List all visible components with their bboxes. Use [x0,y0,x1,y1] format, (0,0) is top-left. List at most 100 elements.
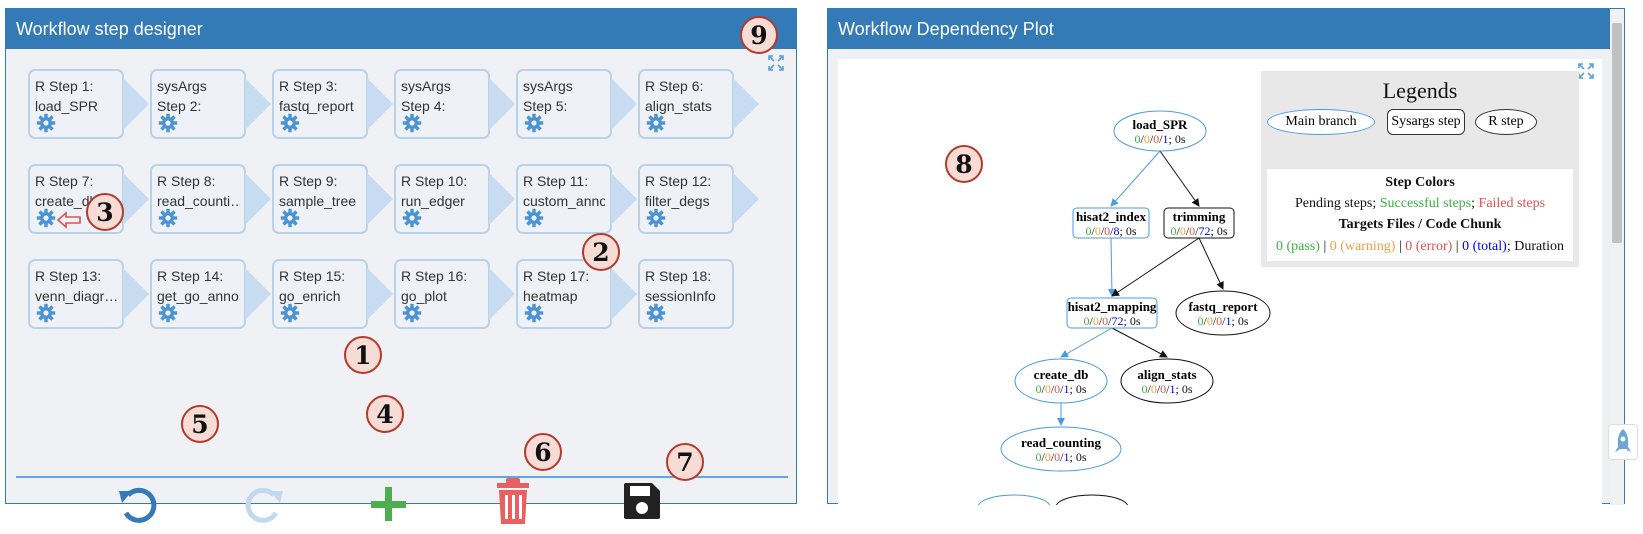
gear-icon[interactable] [646,113,666,133]
step-box[interactable]: sysArgs Step 2: trimming [150,69,246,139]
gear-icon[interactable] [280,113,300,133]
annotation-marker-3: 3 [86,193,124,231]
step-box[interactable]: R Step 16: go_plot [394,259,490,329]
gear-icon[interactable] [36,113,56,133]
svg-text:hisat2_mapping: hisat2_mapping [1068,299,1157,314]
legend-sysargs-step: Sysargs step [1387,109,1465,135]
gear-icon[interactable] [402,303,422,323]
add-step-button[interactable] [365,481,413,529]
step-connector-arrow [123,268,149,320]
graph-node-create-db[interactable]: create_db0/0/0/1; 0s [1014,358,1108,404]
step-label: sysArgs Step 5: [523,78,573,114]
dependency-edge [1198,237,1224,290]
step-connector-arrow [123,173,149,225]
step-label: R Step 1: load_SPR [35,78,99,114]
step-connector-arrow [245,268,271,320]
step-box[interactable]: R Step 1: load_SPR [28,69,124,139]
gear-icon[interactable] [280,303,300,323]
dependency-edge [1159,150,1200,207]
targets-title: Targets Files / Code Chunk [1338,217,1502,232]
step-label: R Step 3: fastq_report [279,78,354,114]
gear-icon[interactable] [646,208,666,228]
step-box[interactable]: R Step 12: filter_degs [638,164,734,234]
svg-text:0/0/0/1; 0s: 0/0/0/1; 0s [1134,132,1185,146]
step-box[interactable]: R Step 11: custom_annot [516,164,612,234]
annotation-marker-5: 5 [181,405,219,443]
rocket-button[interactable] [1608,424,1638,460]
step-box[interactable]: R Step 18: sessionInfo [638,259,734,329]
step-label: R Step 15: go_enrich [279,268,346,304]
step-label: R Step 13: venn_diagr… [35,268,117,304]
step-label: R Step 16: go_plot [401,268,468,304]
step-label: R Step 18: sessionInfo [645,268,716,304]
delete-step-button[interactable] [492,477,540,525]
svg-text:hisat2_index: hisat2_index [1076,209,1147,224]
svg-text:0/0/0/8; 0s: 0/0/0/8; 0s [1085,224,1136,238]
step-colors-title: Step Colors [1385,175,1455,190]
gear-icon[interactable] [158,113,178,133]
step-box[interactable]: R Step 3: fastq_report [272,69,368,139]
left-arrow-icon [56,211,82,229]
svg-text:trimming: trimming [1173,209,1226,224]
step-box[interactable]: R Step 9: sample_tree [272,164,368,234]
dependency-edge [1110,150,1161,207]
step-connector-arrow [367,78,393,130]
step-label: R Step 9: sample_tree [279,173,357,209]
step-box[interactable]: R Step 13: venn_diagr… [28,259,124,329]
step-label: R Step 11: custom_annot [523,173,605,209]
scrollbar-thumb[interactable] [1612,23,1622,243]
step-box[interactable]: R Step 6: align_stats [638,69,734,139]
gear-icon[interactable] [36,303,56,323]
toolbar-divider [16,476,788,478]
step-box[interactable]: R Step 8: read_counti… [150,164,246,234]
svg-text:read_counting: read_counting [1021,435,1101,450]
svg-text:0/0/0/72; 0s: 0/0/0/72; 0s [1170,224,1227,238]
trash-icon [497,478,529,524]
fullscreen-icon[interactable] [1578,63,1594,79]
save-icon [624,483,660,519]
step-box[interactable]: sysArgs Step 4: [394,69,490,139]
step-connector-arrow [489,173,515,225]
gear-icon[interactable] [524,303,544,323]
gear-icon[interactable] [158,303,178,323]
gear-icon[interactable] [646,303,666,323]
annotation-marker-1: 1 [344,336,382,374]
step-box[interactable]: R Step 17: heatmap [516,259,612,329]
undo-button[interactable] [114,481,162,529]
redo-button[interactable] [240,481,288,529]
gear-icon[interactable] [402,208,422,228]
dependency-edge [1111,327,1168,358]
gear-icon[interactable] [280,208,300,228]
gear-icon[interactable] [524,113,544,133]
step-connector-arrow [245,78,271,130]
save-workflow-button[interactable] [622,481,670,529]
svg-text:fastq_report: fastq_report [1188,299,1258,314]
step-connector-arrow [611,173,637,225]
step-box[interactable]: R Step 15: go_enrich [272,259,368,329]
step-box[interactable]: R Step 14: get_go_annot [150,259,246,329]
gear-icon[interactable] [402,113,422,133]
gear-icon[interactable] [158,208,178,228]
step-connector-arrow [611,268,637,320]
redo-icon [245,487,283,523]
step-label: R Step 14: get_go_annot [157,268,239,304]
step-connector-arrow [733,173,759,225]
vertical-scrollbar[interactable] [1610,9,1624,505]
step-box[interactable]: R Step 10: run_edger [394,164,490,234]
fullscreen-icon[interactable] [768,55,784,71]
svg-text:0/0/0/1; 0s: 0/0/0/1; 0s [1035,382,1086,396]
gear-icon[interactable] [524,208,544,228]
step-box[interactable]: sysArgs Step 5: [516,69,612,139]
gear-icon[interactable] [36,208,56,228]
svg-text:0/0/0/1; 0s: 0/0/0/1; 0s [1197,314,1248,328]
